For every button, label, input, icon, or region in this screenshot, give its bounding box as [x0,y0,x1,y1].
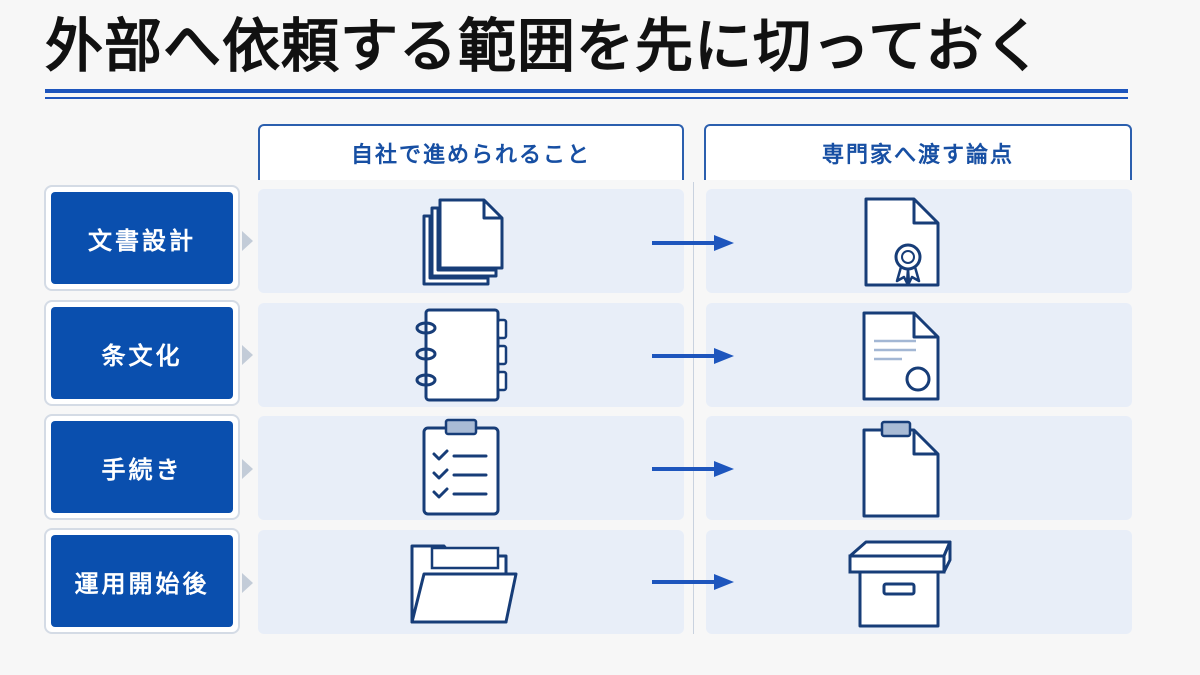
row-pointer [242,345,253,365]
title-underline-thick [45,89,1128,93]
folder-documents-icon [410,544,518,624]
contract-seal-document-icon [862,311,940,401]
flow-arrow [652,235,734,251]
in-house-cell-document-design [258,189,684,293]
row-pointer [242,573,253,593]
in-house-cell-procedures [258,416,684,520]
page-title: 外部へ依頼する範囲を先に切っておく [45,12,1044,80]
stacked-documents-icon [422,198,504,286]
specialist-cell-post-launch [706,530,1132,634]
in-house-cell-post-launch [258,530,684,634]
in-house-cell-clause-drafting [258,303,684,407]
column-header-specialist: 専門家へ渡す論点 [704,124,1132,180]
row-label-clause-drafting: 条文化 [44,300,240,406]
title-underline-thin [45,97,1128,99]
row-label-text: 手続き [51,421,233,513]
checklist-clipboard-icon [422,418,500,516]
row-label-post-launch: 運用開始後 [44,528,240,634]
row-label-text: 文書設計 [51,192,233,284]
archive-box-icon [848,540,952,628]
flow-arrow [652,574,734,590]
row-label-text: 条文化 [51,307,233,399]
specialist-cell-clause-drafting [706,303,1132,407]
row-pointer [242,231,253,251]
flow-arrow [652,348,734,364]
binder-notebook-icon [415,308,508,402]
clipboard-document-icon [862,420,940,518]
specialist-cell-procedures [706,416,1132,520]
certificate-document-icon [864,197,940,287]
row-label-text: 運用開始後 [51,535,233,627]
specialist-cell-document-design [706,189,1132,293]
flow-arrow [652,461,734,477]
row-pointer [242,459,253,479]
column-divider [693,182,694,634]
row-label-procedures: 手続き [44,414,240,520]
row-label-document-design: 文書設計 [44,185,240,291]
column-header-in-house: 自社で進められること [258,124,684,180]
